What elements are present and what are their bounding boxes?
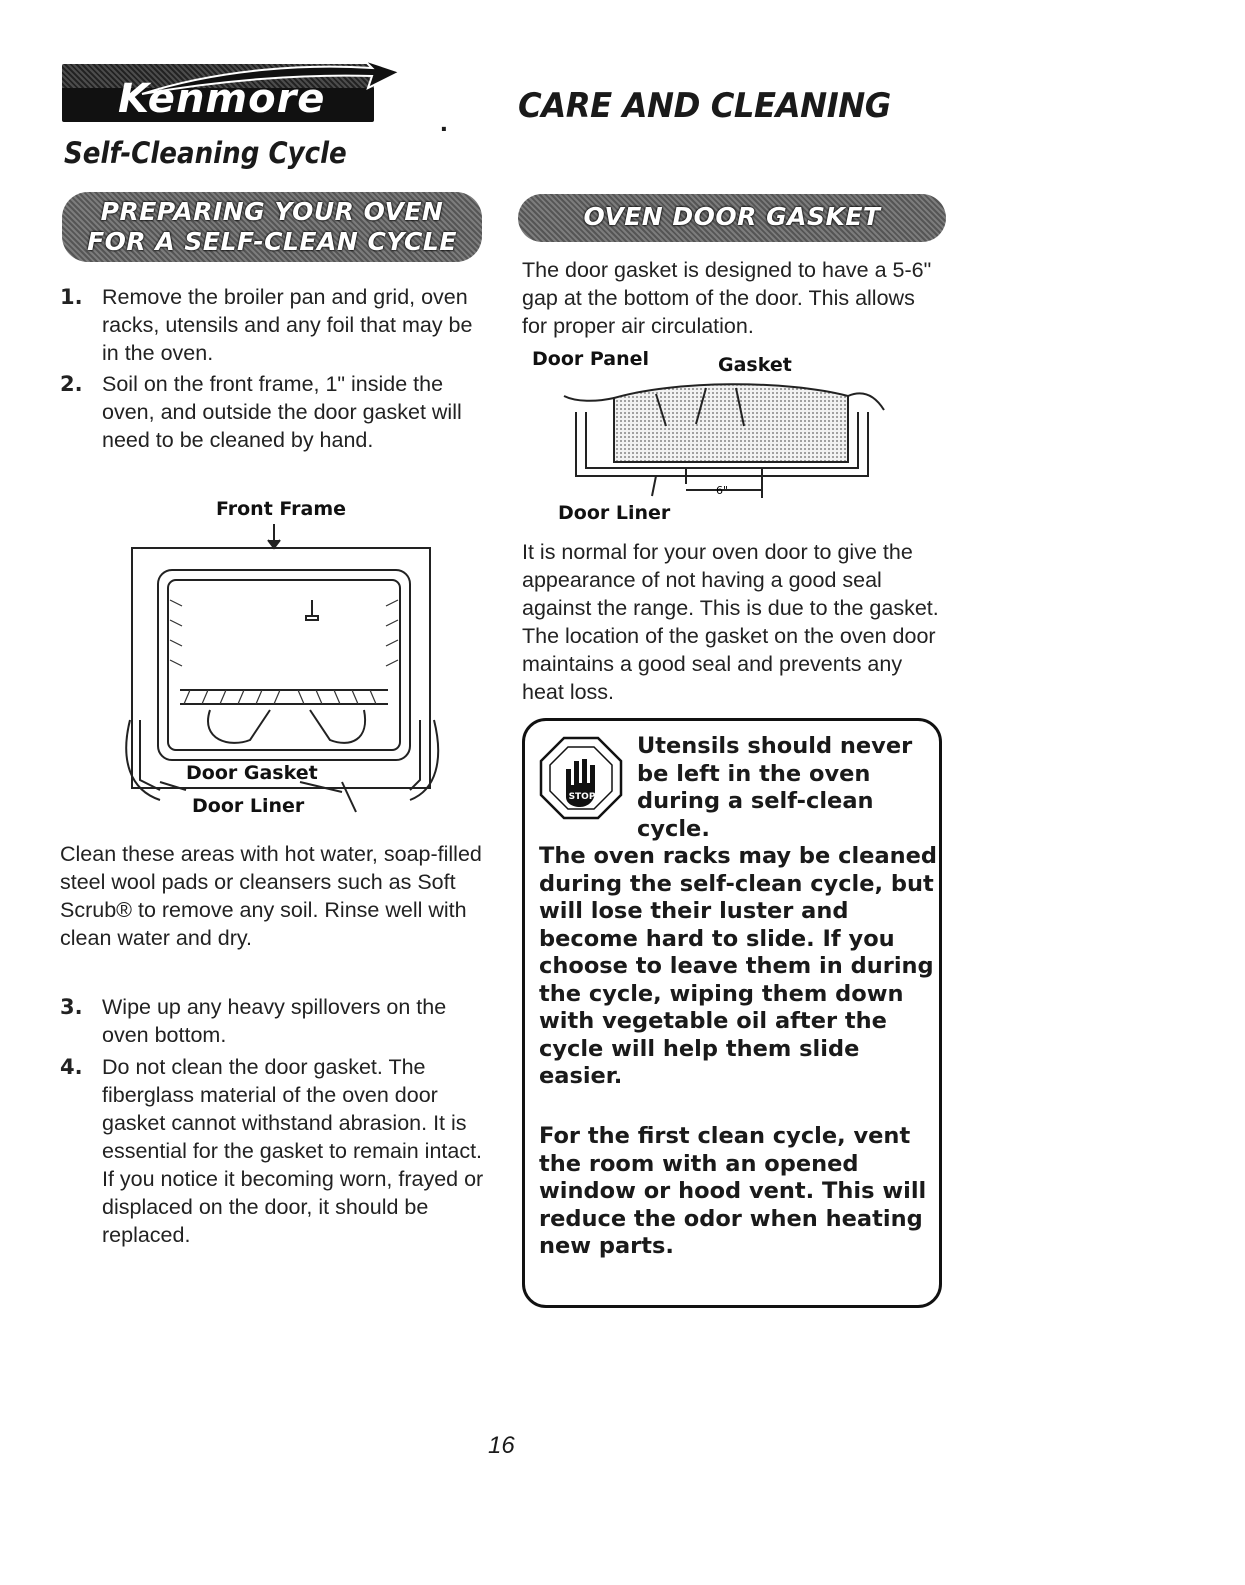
logo-wordmark: Kenmore <box>118 76 326 122</box>
step-item: 4. Do not clean the door gasket. The fib… <box>60 1053 490 1249</box>
door-liner-label: Door Liner <box>192 795 305 817</box>
step-number: 4. <box>60 1055 83 1079</box>
step-text: Remove the broiler pan and grid, oven ra… <box>102 285 473 365</box>
oven-door-gasket-heading: OVEN DOOR GASKET <box>518 194 946 242</box>
gasket-normal-text: It is normal for your oven door to give … <box>522 540 939 704</box>
heading-line-2: FOR A SELF-CLEAN CYCLE <box>87 227 457 256</box>
kenmore-logo: Kenmore . <box>62 58 448 137</box>
page-number: 16 <box>488 1432 515 1459</box>
oven-front-frame-diagram <box>125 524 440 813</box>
stop-hand-icon: STOP <box>539 736 623 820</box>
step-number: 3. <box>60 995 83 1019</box>
gasket-label: Gasket <box>718 354 792 376</box>
door-liner-label: Door Liner <box>558 502 671 524</box>
step-item: 3. Wipe up any heavy spillovers on the o… <box>60 993 490 1049</box>
gap-dimension-label: 6" <box>716 484 728 497</box>
preparing-oven-heading: PREPARING YOUR OVEN FOR A SELF-CLEAN CYC… <box>62 192 482 262</box>
heading-line-1: PREPARING YOUR OVEN <box>100 197 444 226</box>
step-text: Wipe up any heavy spillovers on the oven… <box>102 995 447 1047</box>
step-item: 2. Soil on the front frame, 1" inside th… <box>60 370 490 454</box>
step-item: 1. Remove the broiler pan and grid, oven… <box>60 283 490 367</box>
stop-label: STOP <box>569 792 596 802</box>
warning-headline: Utensils should never be left in the ove… <box>637 733 913 842</box>
front-frame-label: Front Frame <box>216 498 347 520</box>
door-gasket-label: Door Gasket <box>186 762 318 784</box>
warning-paragraph-racks: The oven racks may be cleaned during the… <box>539 843 938 1089</box>
door-gasket-diagram: 6" <box>563 383 885 498</box>
step-text: Do not clean the door gasket. The fiberg… <box>102 1055 484 1247</box>
step-number: 2. <box>60 372 83 396</box>
clean-instructions: Clean these areas with hot water, soap-f… <box>60 842 482 950</box>
door-panel-label: Door Panel <box>532 348 650 370</box>
gasket-intro: The door gasket is designed to have a 5-… <box>522 258 932 338</box>
step-text: Soil on the front frame, 1" inside the o… <box>102 372 462 452</box>
warning-paragraph-vent: For the first clean cycle, vent the room… <box>539 1123 927 1259</box>
section-title: Self-Cleaning Cycle <box>64 136 347 170</box>
logo-swoosh-icon <box>141 59 402 95</box>
page-title: CARE AND CLEANING <box>518 86 891 126</box>
warning-box: Utensils should never be left in the ove… <box>522 718 942 1308</box>
step-number: 1. <box>60 285 83 309</box>
logo-dot: . <box>440 106 448 137</box>
